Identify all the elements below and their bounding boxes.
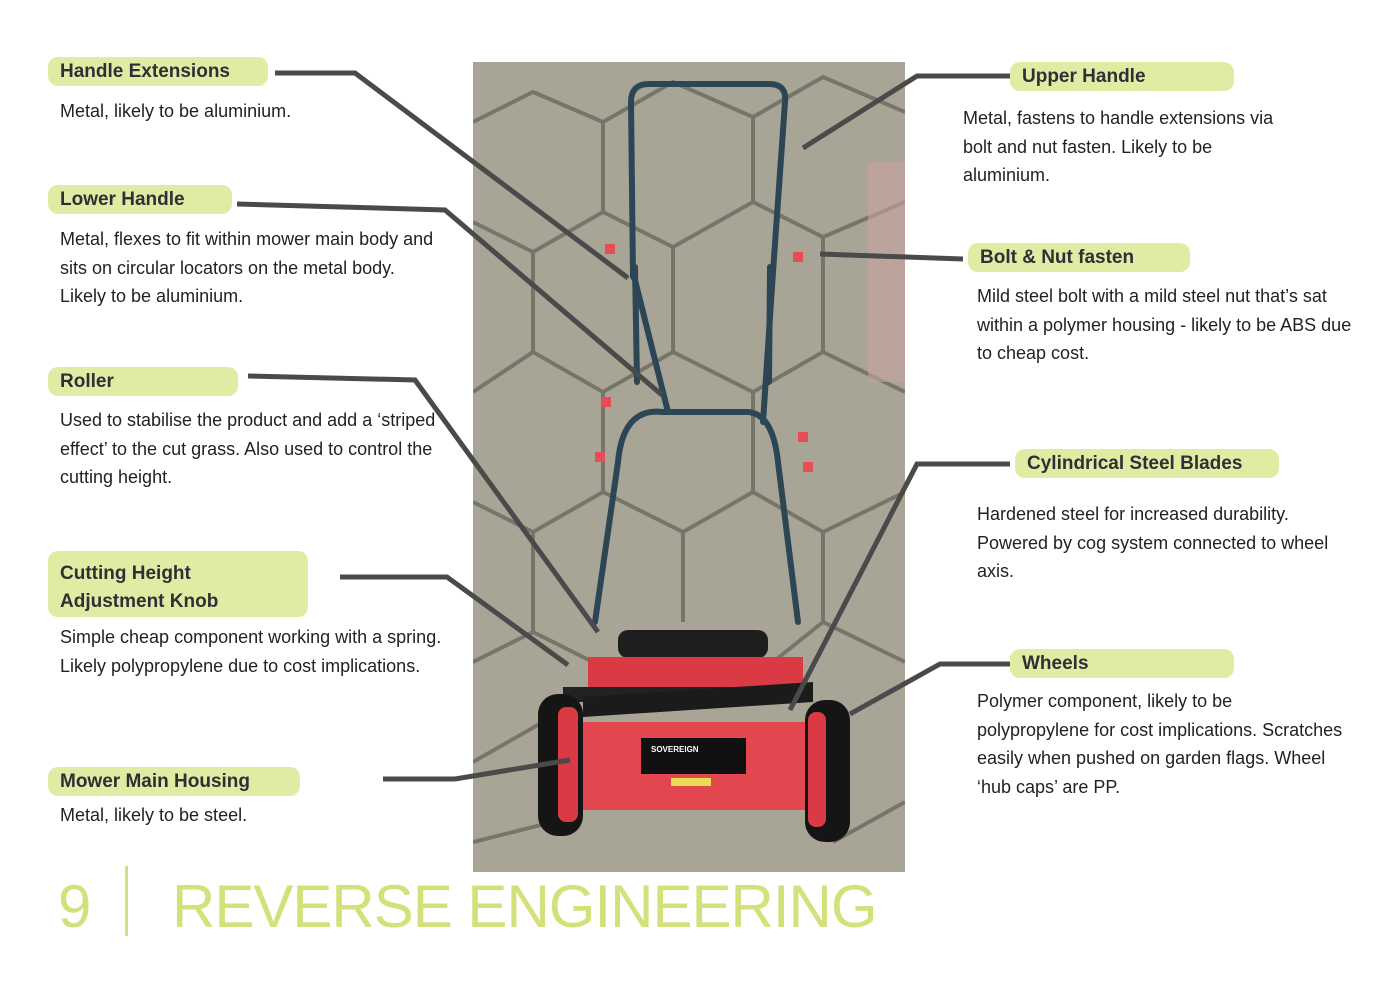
mower-label: [641, 738, 746, 774]
leader-wheels: [848, 661, 1010, 717]
desc-bolt-nut: Mild steel bolt with a mild steel nut th…: [977, 286, 1352, 363]
label-bolt-nut: Bolt & Nut fasten: [968, 243, 1190, 272]
label-roller: Roller: [48, 367, 238, 396]
desc-mower-main-housing: Metal, likely to be steel.: [60, 805, 248, 825]
desc-cutting-height: Simple cheap component working with a sp…: [60, 627, 442, 676]
label-cutting-height: Cutting Height Adjustment Knob: [48, 551, 308, 617]
leader-blades: [787, 461, 1010, 712]
label-mower-main-housing: Mower Main Housing: [48, 767, 300, 796]
label-upper-handle: Upper Handle: [1010, 62, 1234, 91]
desc-wheels: Polymer component, likely to be polyprop…: [977, 691, 1343, 797]
label-lower-handle: Lower Handle: [48, 185, 232, 214]
leader-upper-handle: [801, 73, 1010, 151]
label-cylindrical-blades: Cylindrical Steel Blades: [1015, 449, 1279, 478]
leader-handle-extensions: [275, 70, 630, 280]
desc-cylindrical-blades: Hardened steel for increased durability.…: [977, 504, 1329, 581]
label-handle-extensions: Handle Extensions: [48, 57, 268, 86]
page-number: 9: [58, 873, 92, 940]
desc-upper-handle: Metal, fastens to handle extensions via …: [963, 108, 1274, 185]
leader-roller: [247, 373, 601, 634]
desc-handle-extensions: Metal, likely to be aluminium.: [60, 101, 292, 121]
desc-lower-handle: Metal, flexes to fit within mower main b…: [60, 229, 434, 306]
page-title: REVERSE ENGINEERING: [172, 873, 877, 940]
leader-main-housing: [383, 757, 571, 782]
lawn-mower-photo: SOVEREIGN: [473, 62, 905, 872]
desc-roller: Used to stabilise the product and add a …: [60, 410, 436, 487]
footer-divider: [125, 866, 128, 936]
leader-lower-handle: [236, 201, 664, 397]
leader-cutting-height: [340, 574, 570, 668]
label-wheels: Wheels: [1010, 649, 1234, 678]
svg-text:SOVEREIGN: SOVEREIGN: [651, 745, 699, 754]
leader-bolt-nut: [819, 251, 964, 262]
